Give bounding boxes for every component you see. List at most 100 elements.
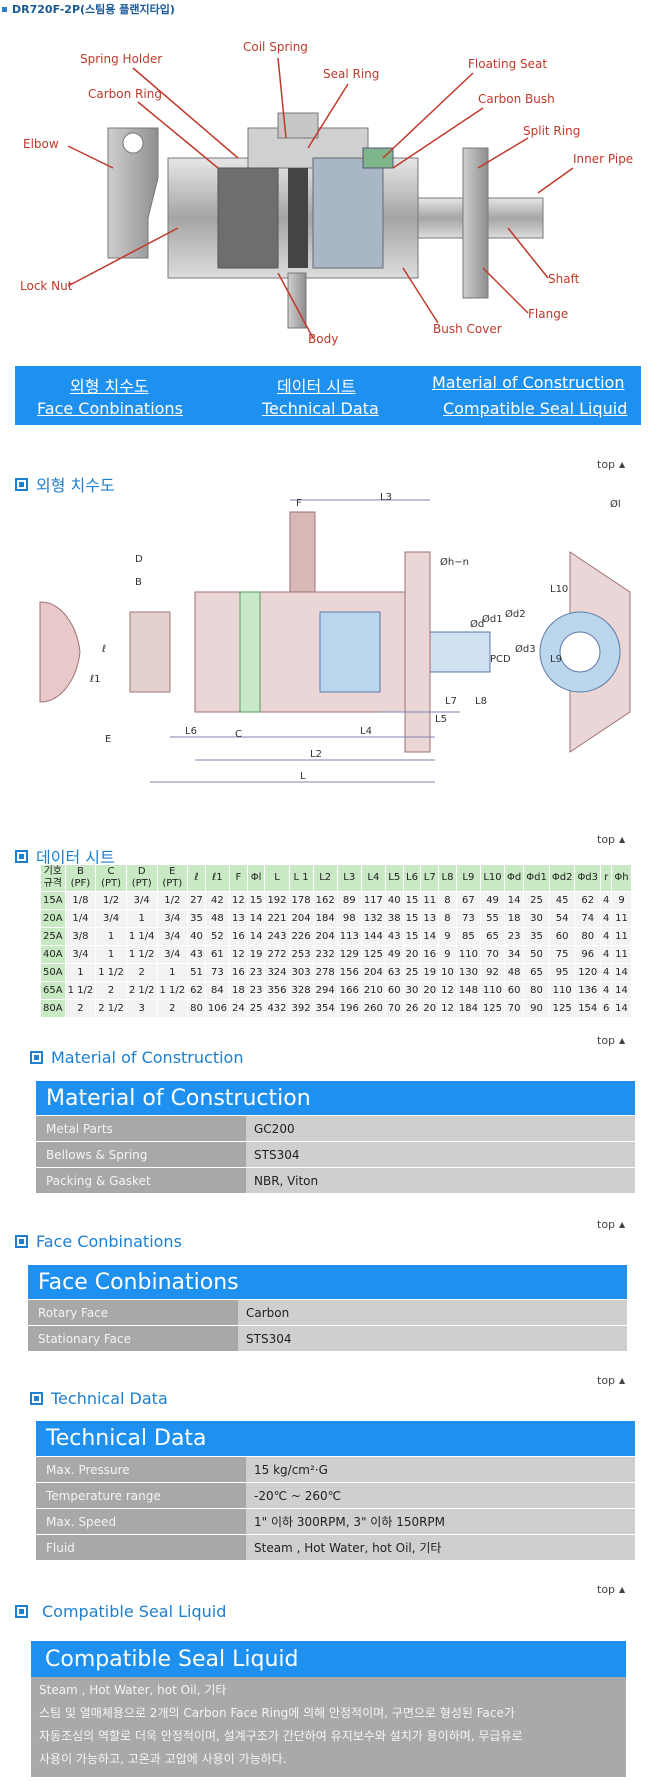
table-cell: 20 — [420, 999, 440, 1018]
table-cell: 16 — [228, 963, 248, 982]
table-cell: 50 — [523, 945, 550, 964]
dim-label-f: F — [296, 498, 302, 509]
table-header-cell: C(PT) — [95, 864, 127, 892]
table-cell: 328 — [288, 981, 314, 1000]
nav-link-datasheet[interactable]: 데이터 시트 — [277, 377, 356, 396]
dim-label-oh: Øh−n — [440, 556, 469, 568]
dim-label-l3: L3 — [380, 492, 392, 503]
table-header-cell: F — [228, 864, 248, 892]
nav-link-technical[interactable]: Technical Data — [262, 399, 379, 418]
label-spring-holder: Spring Holder — [80, 52, 162, 66]
table-cell: 3/8 — [64, 927, 97, 946]
page-title: DR720F-2P(스팀용 플랜지타입) — [2, 1, 175, 17]
table-cell: 1 — [95, 945, 127, 964]
table-cell: 80 — [187, 999, 206, 1018]
table-header-cell: Φd1 — [523, 864, 550, 892]
table-cell: 49 — [479, 891, 506, 910]
dim-label-l6: L6 — [185, 726, 197, 737]
top-link[interactable]: top▲ — [597, 1583, 625, 1596]
table-cell: 15 — [402, 927, 422, 946]
top-link[interactable]: top▲ — [597, 1034, 625, 1047]
top-link-label: top — [597, 833, 616, 846]
top-link[interactable]: top▲ — [597, 1218, 625, 1231]
table-cell: 11 — [611, 927, 632, 946]
top-link[interactable]: top▲ — [597, 1374, 625, 1387]
table-cell: 272 — [264, 945, 290, 964]
page-title-text: DR720F-2P(스팀용 플랜지타입) — [12, 3, 175, 16]
section-heading-text: Material of Construction — [51, 1048, 244, 1067]
table-cell: 148 — [455, 981, 481, 1000]
table-cell: 23 — [246, 981, 266, 1000]
nav-link-face[interactable]: Face Conbinations — [37, 399, 183, 418]
nav-link-dimension[interactable]: 외형 치수도 — [70, 377, 149, 396]
table-header-text: Φd1 — [526, 872, 547, 883]
label-split-ring: Split Ring — [523, 124, 580, 138]
table-cell: 243 — [264, 927, 290, 946]
table-cell: 196 — [336, 999, 362, 1018]
table-header-text: L — [274, 872, 280, 883]
table-cell: 63 — [384, 963, 404, 982]
table-cell: 80A — [40, 999, 66, 1018]
technical-row-key: Fluid — [36, 1535, 246, 1560]
technical-row-value: 15 kg/cm²·G — [246, 1457, 635, 1482]
table-cell: 3/4 — [95, 909, 127, 928]
table-header-cell: L — [264, 864, 290, 892]
table-header-text: F — [235, 872, 242, 883]
table-cell: 6 — [600, 999, 613, 1018]
section-bullet-icon — [15, 1605, 28, 1618]
table-header-cell: Φd3 — [574, 864, 602, 892]
table-cell: 51 — [187, 963, 206, 982]
table-cell: 98 — [336, 909, 362, 928]
dim-label-b: B — [135, 577, 142, 588]
table-header-cell: L7 — [420, 864, 440, 892]
table-cell: 1 1/2 — [64, 981, 97, 1000]
table-cell: 154 — [574, 999, 602, 1018]
technical-row-value: Steam , Hot Water, hot Oil, 기타 — [246, 1535, 635, 1560]
table-cell: 232 — [312, 945, 338, 964]
table-cell: 117 — [360, 891, 386, 910]
section-bullet-icon — [15, 849, 28, 863]
table-cell: 73 — [455, 909, 481, 928]
table-cell: 1 1/2 — [125, 945, 158, 964]
table-cell: 8 — [438, 909, 457, 928]
table-header-text: L10 — [483, 872, 502, 883]
technical-box-title: Technical Data — [36, 1421, 635, 1456]
dim-label-l4: L4 — [360, 726, 372, 737]
table-cell: 1 — [95, 927, 127, 946]
label-lock-nut: Lock Nut — [20, 279, 73, 293]
dim-label-l7: L7 — [445, 696, 457, 707]
nav-link-material[interactable]: Material of Construction — [432, 373, 625, 392]
table-cell: 4 — [600, 891, 613, 910]
label-shaft: Shaft — [548, 272, 580, 286]
table-cell: 3/4 — [156, 945, 189, 964]
section-heading-datasheet: 데이터 시트 — [15, 844, 115, 868]
table-header-text: L7 — [423, 872, 436, 883]
top-link-label: top — [597, 1583, 616, 1596]
table-cell: 96 — [574, 945, 602, 964]
top-link[interactable]: top▲ — [597, 833, 625, 846]
table-header-text: L6 — [406, 872, 418, 883]
table-cell: 52 — [204, 927, 230, 946]
table-cell: 60 — [384, 981, 404, 1000]
top-link[interactable]: top▲ — [597, 458, 625, 471]
table-cell: 14 — [246, 927, 266, 946]
table-cell: 4 — [600, 927, 613, 946]
table-cell: 2 1/2 — [125, 981, 158, 1000]
section-bullet-icon — [15, 477, 28, 491]
table-cell: 89 — [336, 891, 362, 910]
table-header-cell: L10 — [479, 864, 506, 892]
table-cell: 45 — [548, 891, 576, 910]
table-header-text: L2 — [319, 872, 332, 883]
table-header-cell: L 1 — [288, 864, 314, 892]
nav-link-seal-liquid[interactable]: Compatible Seal Liquid — [443, 399, 628, 418]
table-cell: 132 — [360, 909, 386, 928]
dim-label-od2: Ød2 — [505, 608, 526, 620]
table-cell: 15 — [402, 891, 422, 910]
table-cell: 3 — [125, 999, 158, 1018]
table-cell: 43 — [187, 945, 206, 964]
